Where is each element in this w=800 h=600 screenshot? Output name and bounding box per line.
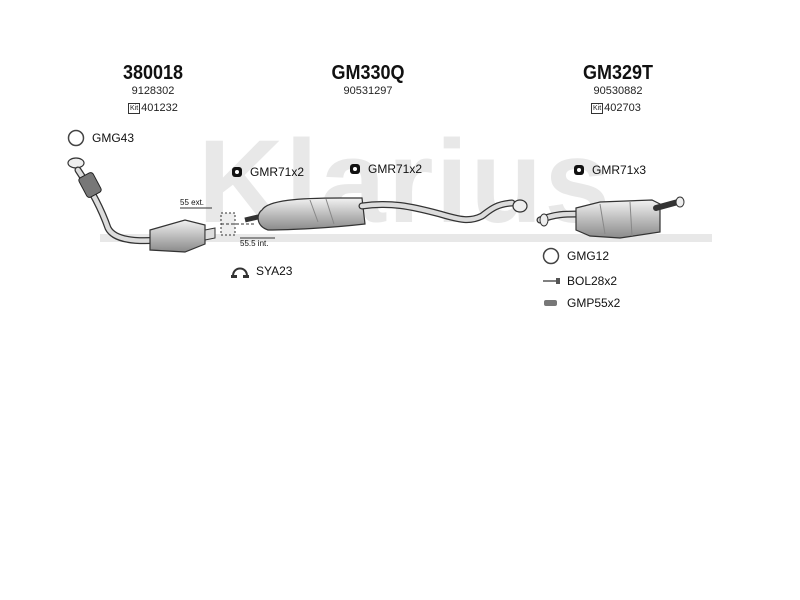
manifold-flange [67,157,85,169]
gasket-ring-icon [67,129,85,147]
spring-icon [544,300,557,306]
acc-gmr71-b: GMR71x2 [348,162,422,176]
acc-gmr71-c-label: GMR71x3 [592,163,647,177]
kit-number-3: 402703 [604,102,641,114]
front-pipe-catalyst [67,157,216,253]
acc-gmr71-c: GMR71x3 [572,163,646,177]
rear-silencer-body [575,199,661,239]
kit-icon: Kit [128,102,141,114]
acc-bol28: BOL28x2 [541,274,617,288]
kit-row-1: Kit 401232 [128,102,178,114]
acc-gmp55: GMP55x2 [541,296,620,310]
acc-gmg12-label: GMG12 [567,249,610,263]
note-int: 55.5 int. [240,239,269,248]
rear-silencer [536,196,685,239]
acc-gmp55-label: GMP55x2 [567,296,621,310]
centre-silencer [244,197,528,231]
acc-sya23-label: SYA23 [256,264,293,278]
part-ref-1: 9128302 [131,85,175,97]
flex-joint [78,172,102,198]
gasket-ring-icon [542,247,560,265]
acc-gmr71-a: GMR71x2 [230,165,304,179]
part-ref-3: 90530882 [593,85,643,97]
catalyst-body [149,219,206,253]
kit-number-1: 401232 [141,102,178,114]
watermark-underline [100,234,712,242]
bolt-icon [543,278,560,284]
acc-gmr71-a-label: GMR71x2 [250,165,305,179]
part-ref-2: 90531297 [343,85,393,97]
part-code-2: GM330Q [331,62,405,84]
acc-gmr71-b-label: GMR71x2 [368,162,423,176]
centre-silencer-body [257,197,366,231]
dimension-markers [180,207,275,239]
acc-gmg43: GMG43 [66,128,134,148]
pipe-end [512,199,528,213]
rubber-mount-icon [232,167,242,177]
part-code-3: GM329T [582,62,654,84]
acc-sya23: SYA23 [230,262,292,280]
acc-gmg12: GMG12 [541,246,609,266]
kit-icon: Kit [591,102,604,114]
acc-gmg43-label: GMG43 [92,131,135,145]
clamp-icon [231,267,249,278]
note-ext: 55 ext. [180,198,205,207]
rubber-mount-icon [574,165,584,175]
rubber-mount-icon [350,164,360,174]
acc-bol28-label: BOL28x2 [567,274,618,288]
part-code-1: 380018 [122,62,184,84]
kit-row-3: Kit 402703 [591,102,641,114]
